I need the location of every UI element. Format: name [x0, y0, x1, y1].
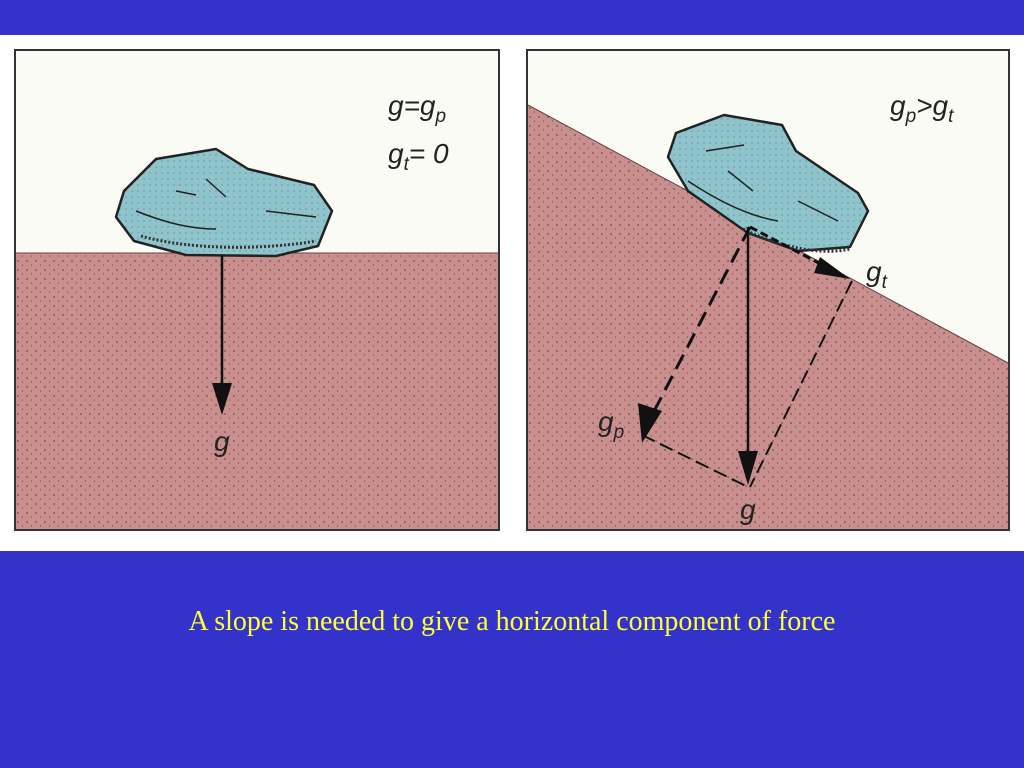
gravity-label-right: g [740, 494, 756, 525]
flat-ground [16, 253, 498, 529]
equation-gt-equals-zero: gt= 0 [388, 138, 449, 175]
equation-g-equals-gp: g=gp [388, 90, 446, 127]
flat-ground-diagram: g=gp gt= 0 g [14, 49, 500, 531]
gravity-label-left: g [214, 426, 230, 457]
construction-line-tangential [749, 280, 853, 488]
perpendicular-arrow [648, 226, 752, 420]
comparison-gp-gt: gp>gt [890, 90, 954, 127]
figure-panel: g=gp gt= 0 g [0, 35, 1024, 551]
rock-left [114, 147, 334, 258]
perpendicular-label: gp [598, 406, 624, 443]
flat-ground-svg: g=gp gt= 0 g [16, 90, 498, 529]
tangential-label: gt [866, 256, 888, 293]
slope-svg: gp>gt gt gp g [528, 90, 1008, 529]
slide-caption: A slope is needed to give a horizontal c… [188, 606, 836, 637]
slope-diagram: gp>gt gt gp g [526, 49, 1010, 531]
